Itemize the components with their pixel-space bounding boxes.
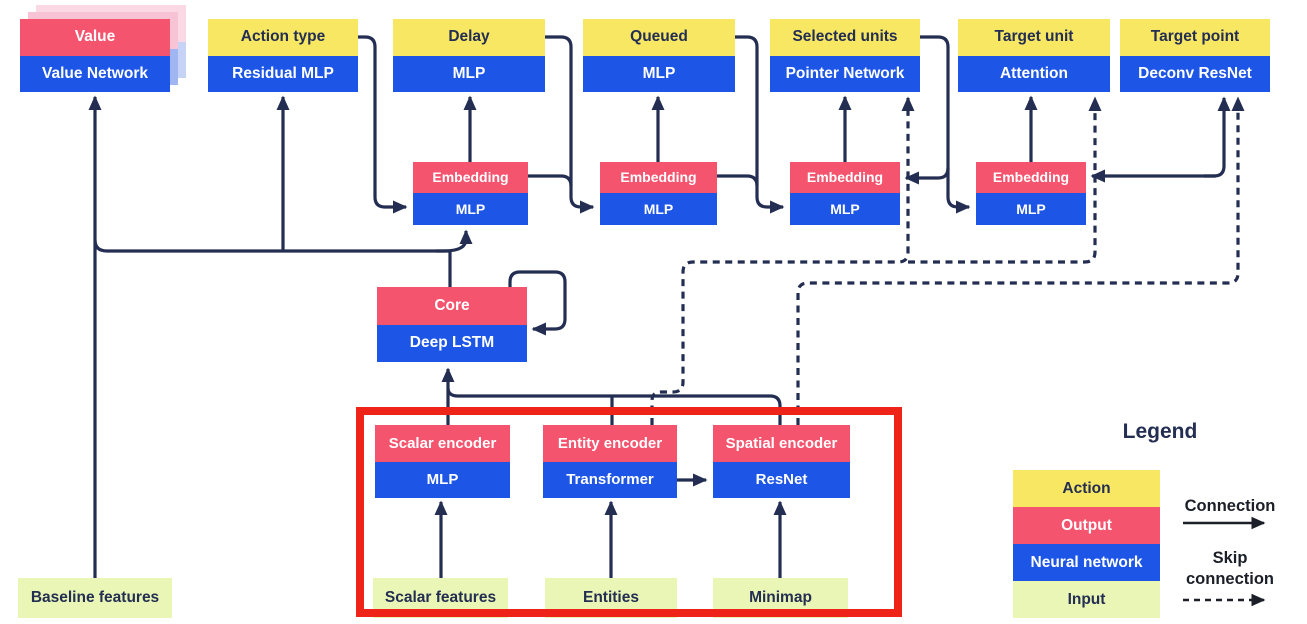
action-type-label: Action type bbox=[208, 19, 358, 56]
core-label: Core bbox=[377, 287, 527, 325]
legend-swatch-input: Input bbox=[1013, 581, 1160, 618]
node-embedding-3: Embedding MLP bbox=[790, 162, 900, 225]
skip-connection-lines bbox=[650, 96, 1245, 425]
action-type-network-label: Residual MLP bbox=[208, 56, 358, 92]
scalar-encoder-label: Scalar encoder bbox=[375, 425, 510, 462]
selected-units-network-label: Pointer Network bbox=[770, 56, 920, 92]
embedding-1-network-label: MLP bbox=[413, 193, 528, 225]
input-baseline-features: Baseline features bbox=[18, 578, 172, 618]
embedding-3-label: Embedding bbox=[790, 162, 900, 193]
connection-lines bbox=[88, 35, 1231, 578]
node-target-unit: Target unit Attention bbox=[958, 19, 1110, 92]
legend-title: Legend bbox=[1122, 420, 1198, 443]
delay-network-label: MLP bbox=[393, 56, 545, 92]
target-unit-network-label: Attention bbox=[958, 56, 1110, 92]
core-network-label: Deep LSTM bbox=[377, 325, 527, 362]
node-embedding-2: Embedding MLP bbox=[600, 162, 717, 225]
highlight-encoders-box bbox=[356, 407, 902, 617]
embedding-4-label: Embedding bbox=[976, 162, 1086, 193]
legend-swatch-neural-network: Neural network bbox=[1013, 544, 1160, 581]
node-target-point: Target point Deconv ResNet bbox=[1120, 19, 1270, 92]
target-unit-label: Target unit bbox=[958, 19, 1110, 56]
spatial-encoder-label: Spatial encoder bbox=[713, 425, 850, 462]
queued-label: Queued bbox=[583, 19, 735, 56]
legend-swatch-output: Output bbox=[1013, 507, 1160, 544]
node-scalar-encoder: Scalar encoder MLP bbox=[375, 425, 510, 498]
embedding-3-network-label: MLP bbox=[790, 193, 900, 225]
embedding-2-label: Embedding bbox=[600, 162, 717, 193]
scalar-encoder-network-label: MLP bbox=[375, 462, 510, 498]
node-embedding-4: Embedding MLP bbox=[976, 162, 1086, 225]
value-network-label: Value Network bbox=[20, 56, 170, 92]
node-core: Core Deep LSTM bbox=[377, 287, 527, 362]
node-selected-units: Selected units Pointer Network bbox=[770, 19, 920, 92]
legend-skip-connection-label: Skip connection bbox=[1185, 549, 1274, 588]
embedding-1-label: Embedding bbox=[413, 162, 528, 193]
target-point-network-label: Deconv ResNet bbox=[1120, 56, 1270, 92]
target-point-label: Target point bbox=[1120, 19, 1270, 56]
legend-swatch-action: Action bbox=[1013, 470, 1160, 507]
node-value: Value Value Network bbox=[20, 19, 170, 92]
embedding-2-network-label: MLP bbox=[600, 193, 717, 225]
node-spatial-encoder: Spatial encoder ResNet bbox=[713, 425, 850, 498]
node-queued: Queued MLP bbox=[583, 19, 735, 92]
embedding-4-network-label: MLP bbox=[976, 193, 1086, 225]
value-output-label: Value bbox=[20, 19, 170, 56]
spatial-encoder-network-label: ResNet bbox=[713, 462, 850, 498]
legend-connection-label: Connection bbox=[1184, 497, 1276, 515]
node-embedding-1: Embedding MLP bbox=[413, 162, 528, 225]
node-action-type: Action type Residual MLP bbox=[208, 19, 358, 92]
selected-units-label: Selected units bbox=[770, 19, 920, 56]
delay-label: Delay bbox=[393, 19, 545, 56]
node-delay: Delay MLP bbox=[393, 19, 545, 92]
entity-encoder-network-label: Transformer bbox=[543, 462, 677, 498]
node-entity-encoder: Entity encoder Transformer bbox=[543, 425, 677, 498]
entity-encoder-label: Entity encoder bbox=[543, 425, 677, 462]
queued-network-label: MLP bbox=[583, 56, 735, 92]
